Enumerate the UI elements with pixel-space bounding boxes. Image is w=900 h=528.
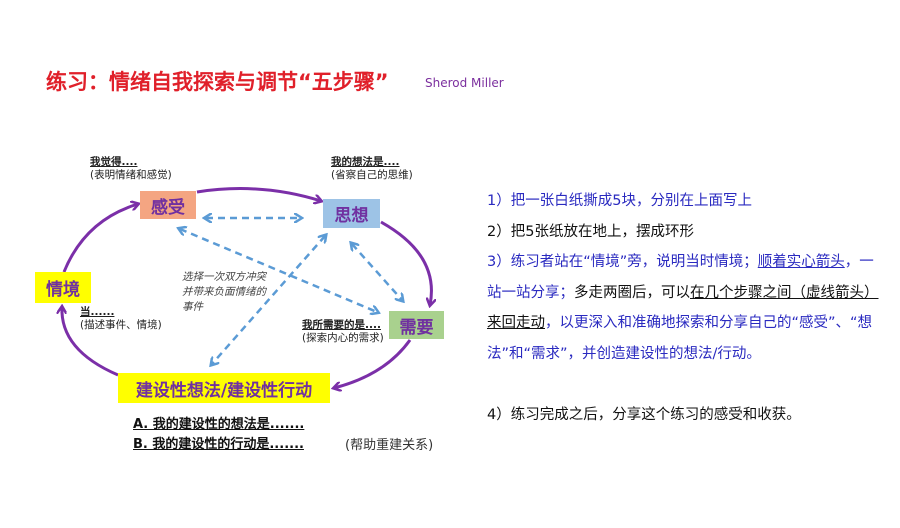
node-need: 需要 — [389, 311, 444, 339]
arc-constructive-situation — [62, 307, 119, 377]
instructions: 1）把一张白纸撕成5块，分别在上面写上 2）把5张纸放在地上，摆成环形 3）练习… — [487, 186, 887, 430]
step-3-part-a: 3）练习者站在“情境”旁，说明当时情境； — [487, 254, 758, 271]
arc-need-constructive — [334, 339, 412, 388]
node-situation: 情境 — [35, 272, 91, 303]
step-3-part-d: 多走两圈后，可以 — [574, 284, 690, 301]
arc-situation-feeling — [62, 204, 138, 273]
step-1: 1）把一张白纸撕成5块，分别在上面写上 — [487, 193, 752, 209]
center-note: 选择一次双方冲突并带来负面情绪的事件 — [182, 271, 266, 313]
arc-feeling-thought — [196, 187, 321, 201]
slide-title: 练习：情绪自我探索与调节“五步骤” — [46, 70, 389, 94]
thought-prompt: 我的想法是.... — [331, 156, 400, 168]
step-3-part-f: ，以更深入和准确地探索和分享自己的“感受”、“想法”和“需求”，并创造建设性的想… — [487, 315, 873, 362]
constructive-action-item: B. 我的建设性的行动是....... — [133, 437, 304, 452]
dash-thought-need — [352, 244, 402, 300]
situation-prompt: 当...... — [80, 306, 115, 318]
step-3: 3）练习者站在“情境”旁，说明当时情境；顺着实心箭头，一站一站分享；多走两圈后，… — [487, 247, 887, 369]
dash-thought-constructive — [212, 236, 325, 364]
thought-hint: (省察自己的思维) — [331, 169, 413, 181]
node-thought: 思想 — [323, 199, 380, 228]
node-feeling: 感受 — [140, 191, 196, 219]
constructive-thought-item: A. 我的建设性的想法是....... — [133, 417, 305, 432]
situation-hint: (描述事件、情境) — [80, 319, 162, 331]
step-2: 2）把5张纸放在地上，摆成环形 — [487, 223, 694, 240]
node-constructive: 建设性想法/建设性行动 — [118, 373, 330, 403]
step-3-part-b: 顺着实心箭头 — [757, 254, 845, 271]
feeling-prompt: 我觉得.... — [90, 156, 138, 168]
constructive-note: (帮助重建关系) — [345, 438, 434, 453]
author: Sherod Miller — [425, 76, 504, 90]
need-hint: (探索内心的需求) — [302, 332, 384, 344]
arc-thought-need — [380, 220, 431, 305]
thought-label: 我的想法是....(省察自己的思维) — [331, 156, 413, 182]
situation-label: 当......(描述事件、情境) — [80, 306, 162, 332]
step-3-part-c: ，一站一站分享； — [487, 254, 874, 301]
feeling-hint: (表明情绪和感觉) — [90, 169, 172, 181]
need-prompt: 我所需要的是.... — [302, 319, 381, 331]
feeling-label: 我觉得....(表明情绪和感觉) — [90, 156, 172, 182]
step-3-part-e: 在几个步骤之间（虚线箭头）来回走动 — [487, 284, 879, 332]
step-4: 4）练习完成之后，分享这个练习的感受和收获。 — [487, 406, 801, 423]
need-label: 我所需要的是....(探索内心的需求) — [302, 319, 384, 345]
